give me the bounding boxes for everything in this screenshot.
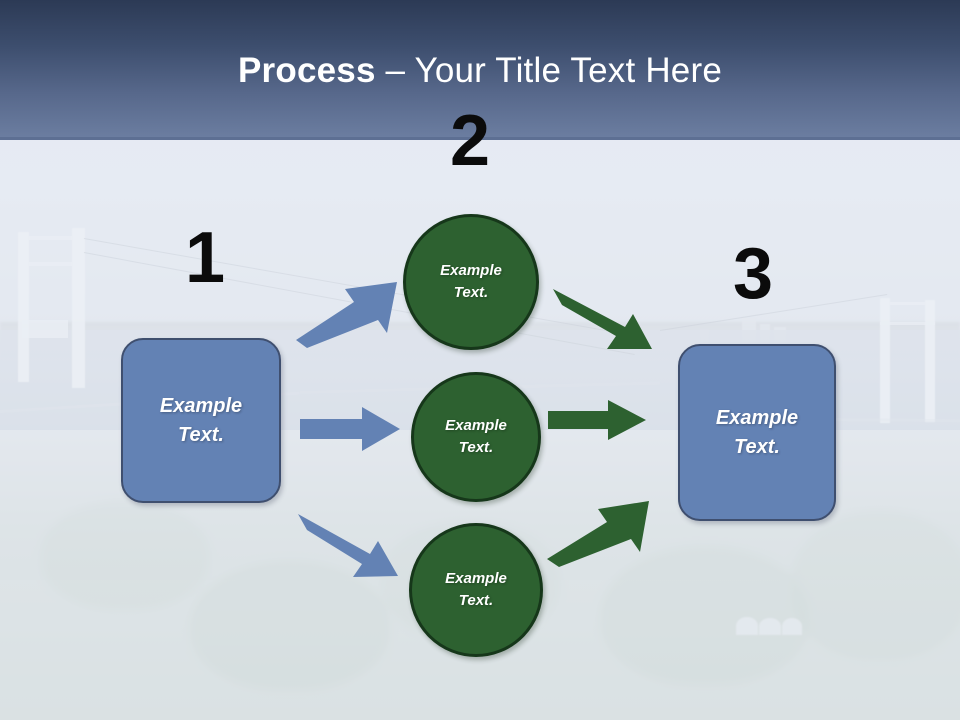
step-number-2: 2 <box>449 101 491 181</box>
blue-arrow-down-right <box>298 514 398 577</box>
title-bar <box>0 0 960 137</box>
green-arrow-right <box>548 400 646 440</box>
page-title: Process – Your Title Text Here <box>0 51 960 91</box>
process-circle-bottom-label-line2: Text. <box>458 592 494 609</box>
title-bold-part: Process <box>238 51 376 90</box>
process-circle-top-label-line2: Text. <box>453 284 489 301</box>
title-regular-part: – Your Title Text Here <box>375 51 722 90</box>
output-box[interactable]: Example Text. <box>678 344 836 521</box>
output-box-label-line1: Example <box>715 406 799 429</box>
process-circle-bottom-label-line1: Example <box>445 570 507 587</box>
output-box-label-line2: Text. <box>734 435 780 458</box>
process-circle-middle[interactable]: Example Text. <box>411 372 541 502</box>
process-circle-top-label-line1: Example <box>440 262 502 279</box>
step-number-3: 3 <box>732 234 774 314</box>
process-circle-bottom[interactable]: Example Text. <box>409 523 543 657</box>
blue-arrow-right <box>300 407 400 451</box>
input-box-label-line1: Example <box>159 394 243 417</box>
process-circle-middle-label-line1: Example <box>445 417 507 434</box>
blue-arrow-up-right <box>296 282 397 348</box>
green-arrow-down-right <box>553 289 652 349</box>
process-circle-top[interactable]: Example Text. <box>403 214 539 350</box>
input-box-label-line2: Text. <box>178 423 224 446</box>
step-number-1: 1 <box>184 218 226 298</box>
input-box[interactable]: Example Text. <box>121 338 281 503</box>
process-circle-middle-label-line2: Text. <box>458 439 494 456</box>
title-bar-underline <box>0 137 960 140</box>
green-arrow-up-right <box>547 501 649 567</box>
